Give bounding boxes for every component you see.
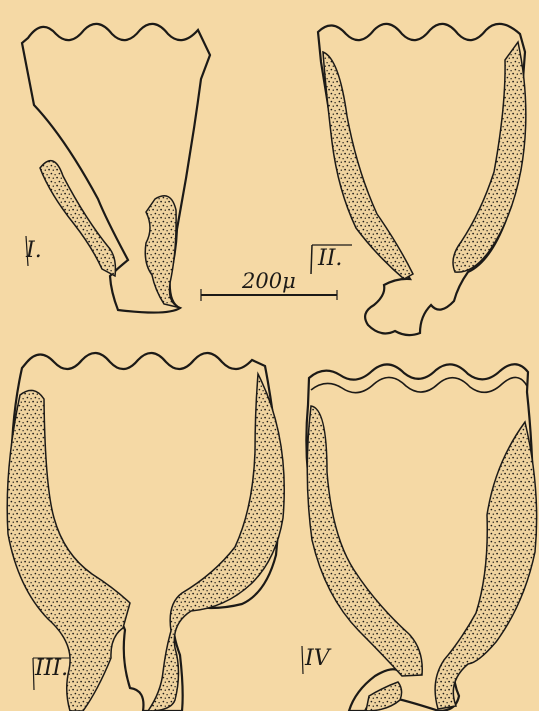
- stipple-left-4: [307, 406, 422, 676]
- panel-label-4: IV: [305, 648, 330, 670]
- scale-bar-label: 200μ: [242, 271, 296, 292]
- cell-panel-4: [306, 364, 536, 711]
- stipple-right-4: [435, 422, 537, 709]
- panel-label-3: III.: [35, 658, 68, 680]
- cell-panel-2: [318, 24, 526, 335]
- stipple-left-3: [7, 390, 130, 711]
- stipple-right-3: [148, 374, 284, 711]
- cell-panel-1: [22, 24, 210, 313]
- panel-label-1: I.: [26, 240, 42, 262]
- stipple-left-1: [40, 161, 115, 276]
- foot-4: [366, 682, 402, 711]
- stipple-right-2: [453, 42, 526, 272]
- panel-label-2: II.: [318, 248, 342, 270]
